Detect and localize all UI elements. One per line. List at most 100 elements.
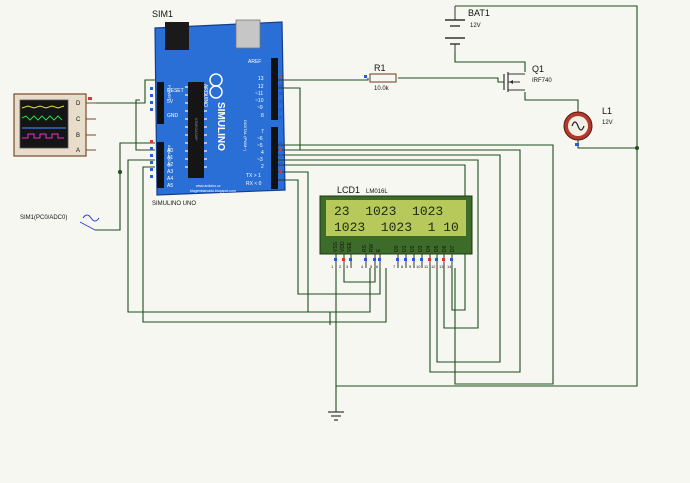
power-pin-reset: RESET bbox=[167, 88, 184, 94]
wire-vdd-rw bbox=[343, 268, 376, 283]
digital-pin-aref: AREF bbox=[248, 59, 261, 65]
lamp-l1[interactable]: L1 12V bbox=[563, 106, 613, 146]
wire-bat-to-q1 bbox=[454, 52, 526, 72]
lcd-pin-e: E bbox=[376, 248, 382, 252]
lcd-pin-d0: D0 bbox=[394, 245, 400, 252]
mosfet-part: IRF740 bbox=[532, 78, 552, 84]
digital-pin-labels: AREF 13 12 ~11 ~10 ~9 8 7 ~6 ~5 4 ~3 2 T… bbox=[246, 59, 264, 187]
arduino-board[interactable]: SIM1 SIMULINO ARDUINO ATMEGA328P POWER A… bbox=[150, 9, 286, 207]
lcd-pin-rs: RS bbox=[362, 244, 368, 252]
sine-wave-icon bbox=[82, 214, 100, 222]
mcu-chip bbox=[188, 82, 204, 178]
battery-label: BAT1 bbox=[468, 8, 490, 18]
power-header bbox=[157, 82, 164, 124]
lcd-pin-vss: VSS bbox=[333, 241, 339, 252]
lcd-pin-d1: D1 bbox=[402, 245, 408, 252]
board-url-2: blogembarcado.blogspot.com bbox=[190, 189, 236, 193]
analog-header bbox=[157, 142, 164, 188]
mcu-pins bbox=[185, 86, 207, 168]
ground-symbol-icon bbox=[328, 411, 344, 421]
resistor-value: 10.0k bbox=[374, 86, 390, 92]
signal-source[interactable]: SIM1(PC0/ADC0) bbox=[20, 214, 100, 231]
infinity-logo-icon bbox=[209, 85, 223, 99]
lcd-pin-number: 1 bbox=[331, 264, 334, 269]
scope-trace-a bbox=[22, 133, 64, 139]
wire-analog-lcd bbox=[142, 166, 387, 323]
junction-dot bbox=[635, 146, 639, 150]
usb-port bbox=[235, 19, 261, 49]
wire-bat-to-rail bbox=[455, 5, 638, 148]
wire-d3-lcd bbox=[285, 159, 479, 329]
lcd-pin-d5: D5 bbox=[434, 245, 440, 252]
digital-pin-7: 7 bbox=[261, 129, 264, 135]
junction-dot bbox=[118, 170, 122, 174]
lcd-pin-d6: D6 bbox=[442, 245, 448, 252]
dc-jack bbox=[165, 22, 189, 50]
scope-channel-a: A bbox=[76, 148, 80, 154]
analog-pin-a4: A4 bbox=[167, 176, 173, 182]
lcd-pin-number: 4 bbox=[361, 264, 364, 269]
oscilloscope[interactable]: D C B A bbox=[13, 93, 96, 157]
signal-source-label: SIM1(PC0/ADC0) bbox=[20, 215, 67, 221]
digital-pin-6: ~6 bbox=[257, 136, 263, 142]
battery-value: 12V bbox=[470, 23, 481, 29]
analog-pin-a2: A2 bbox=[167, 162, 173, 168]
lcd-pin-vdd: VDD bbox=[340, 241, 346, 252]
analog-pin-a1: A1 bbox=[167, 155, 173, 161]
board-url-1: www.arduino.cc bbox=[196, 184, 221, 188]
wire-group bbox=[95, 5, 638, 412]
wire-scope-d bbox=[95, 79, 155, 104]
wire-d2-lcd bbox=[285, 164, 466, 311]
lcd-pin-number: 3 bbox=[346, 264, 349, 269]
analog-pin-a0: A0 bbox=[167, 148, 173, 154]
scope-trace-c bbox=[21, 115, 63, 121]
board-logo: SIMULINO bbox=[215, 102, 226, 151]
wire-q1-to-l1 bbox=[524, 92, 579, 112]
lcd-pin-number: 11 bbox=[424, 264, 429, 269]
analog-pin-a5: A5 bbox=[167, 183, 173, 189]
power-section-label: POWER bbox=[167, 85, 172, 100]
scope-pin-marker bbox=[88, 97, 92, 100]
lcd-line-1: 23 1023 1023 bbox=[334, 204, 443, 219]
lcd-pin-number: 2 bbox=[339, 264, 342, 269]
wire-d4-lcd bbox=[285, 154, 501, 363]
lcd-label: LCD1 bbox=[337, 185, 360, 195]
digital-pin-8: 8 bbox=[261, 113, 264, 119]
mcu-chip-label: ATMEGA328P bbox=[194, 118, 198, 141]
lamp-filament-icon bbox=[571, 121, 585, 131]
lcd-pin-number: 12 bbox=[431, 264, 436, 269]
mosfet-arrow-icon bbox=[509, 80, 513, 84]
wire-a0-source bbox=[95, 142, 155, 231]
digital-pin-10: ~10 bbox=[255, 98, 264, 104]
digital-pin-9: ~9 bbox=[257, 105, 263, 111]
lcd-display[interactable]: LCD1 LM016L 23 1023 1023 1023 1023 1 10 … bbox=[319, 185, 473, 269]
lcd-pin-number: 9 bbox=[409, 264, 412, 269]
mosfet-label: Q1 bbox=[532, 64, 544, 74]
battery-bat1[interactable]: BAT1 12V bbox=[445, 6, 490, 52]
digital-pin-13: 13 bbox=[258, 76, 264, 82]
digital-section-label: DIGITAL (PWM~) bbox=[243, 120, 248, 152]
analog-section-label: ANALOG IN bbox=[167, 145, 172, 167]
scope-channel-c: C bbox=[76, 117, 81, 123]
board-name: SIMULINO UNO bbox=[152, 201, 196, 207]
analog-pin-a3: A3 bbox=[167, 169, 173, 175]
lcd-pin-names: VSS VDD VEE RS RW E D0 D1 D2 D3 D4 D5 D6… bbox=[333, 241, 456, 252]
scope-channel-d: D bbox=[76, 101, 81, 107]
resistor-r1[interactable]: R1 10.0k bbox=[364, 63, 397, 92]
resistor-label: R1 bbox=[374, 63, 386, 73]
wire-l1-to-rail bbox=[577, 140, 637, 149]
digital-pin-tx: TX > 1 bbox=[246, 173, 261, 179]
lcd-pin-numbers: 1 2 3 4 5 6 7 8 9 10 11 12 13 14 bbox=[331, 264, 452, 269]
lamp-value: 12V bbox=[602, 120, 613, 126]
lcd-part: LM016L bbox=[366, 189, 388, 195]
wire-e-lcd bbox=[285, 179, 381, 295]
resistor-body bbox=[369, 73, 397, 83]
power-pin-5v: 5V bbox=[167, 99, 174, 105]
lcd-pin-rw: RW bbox=[369, 243, 375, 252]
digital-pin-2: 2 bbox=[261, 164, 264, 170]
lamp-label: L1 bbox=[602, 106, 612, 116]
lcd-line-2: 1023 1023 1 10 bbox=[334, 220, 459, 235]
mosfet-q1[interactable]: Q1 IRF740 bbox=[503, 64, 552, 92]
lcd-pin-d2: D2 bbox=[410, 245, 416, 252]
